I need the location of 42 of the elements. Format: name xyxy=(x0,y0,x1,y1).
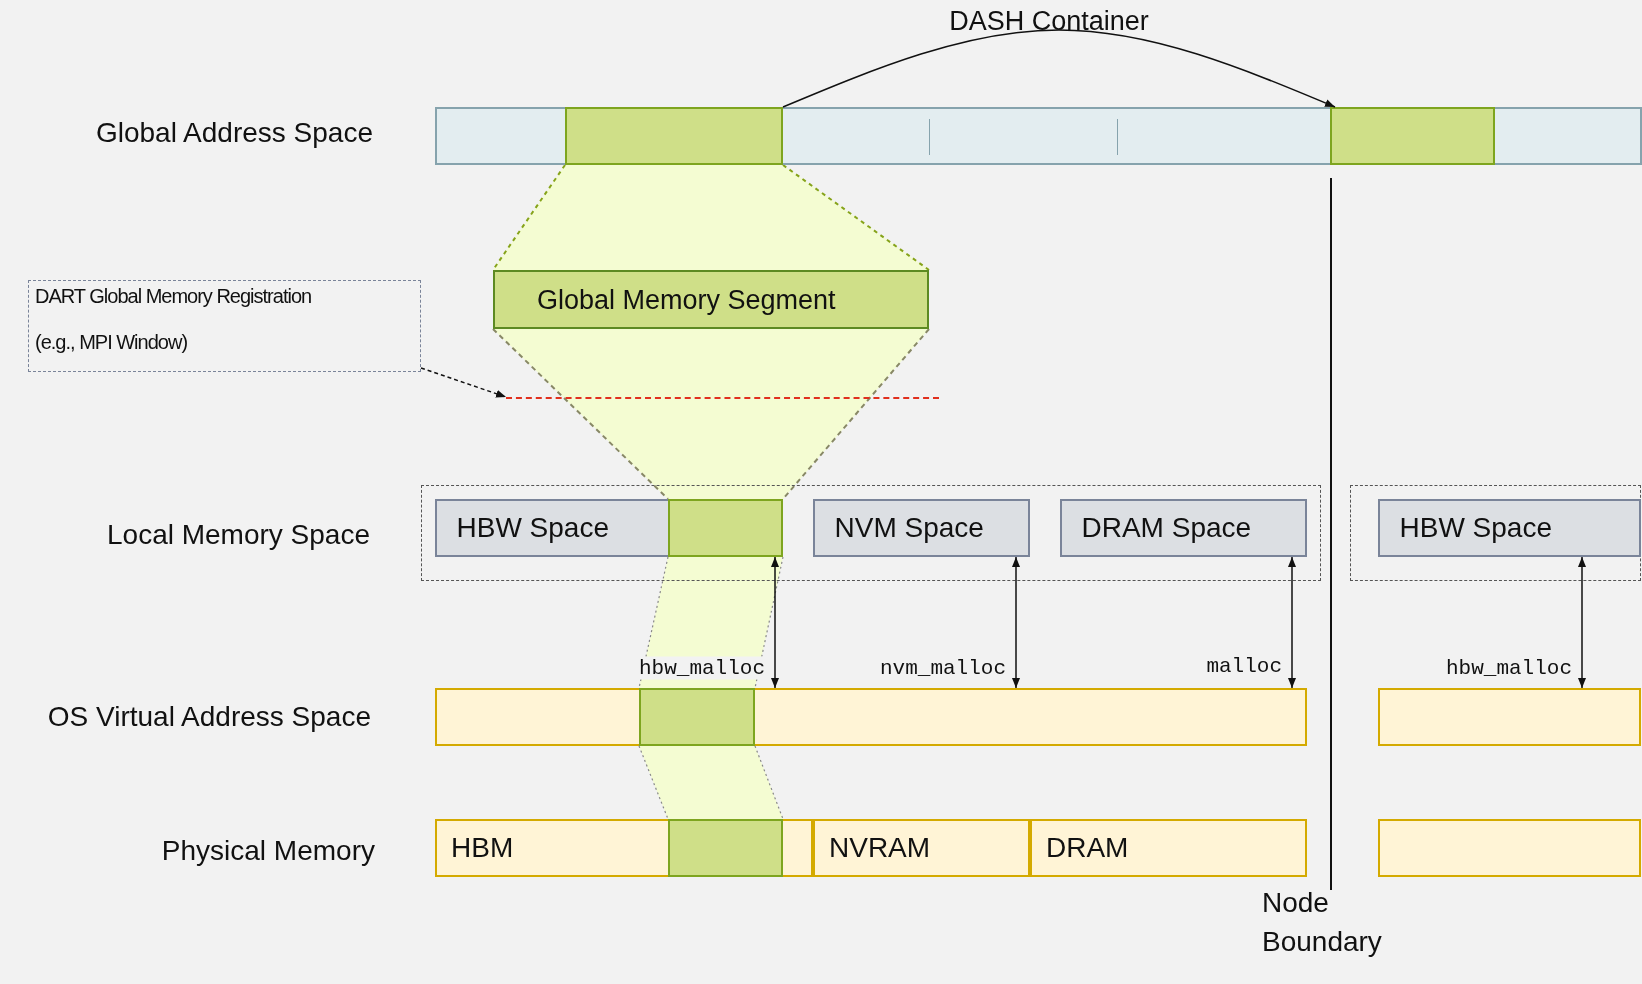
memory-segment-block xyxy=(565,107,783,165)
memory-group-box xyxy=(421,485,1321,581)
note-text: DART Global Memory Registration xyxy=(35,285,312,308)
memory-space-box xyxy=(1059,498,1307,557)
registration-line xyxy=(506,397,939,400)
memory-space-box xyxy=(812,498,1030,557)
boundary-label: Node Boundary xyxy=(1262,885,1383,959)
box-label: DRAM Space xyxy=(1081,511,1252,544)
arrow xyxy=(1012,556,1020,689)
arrow xyxy=(420,367,507,398)
box-label: Global Memory Segment xyxy=(537,284,836,315)
box-label: DRAM xyxy=(1046,832,1129,864)
row-label: Global Address Space xyxy=(95,116,373,151)
memory-bar xyxy=(1378,819,1641,877)
memory-segment-block xyxy=(667,498,783,557)
memory-segment-block xyxy=(639,688,755,746)
box-label: HBW Space xyxy=(1399,511,1552,544)
row-label: Local Memory Space xyxy=(107,518,370,553)
note-box xyxy=(28,280,421,372)
arrow xyxy=(771,556,779,689)
segment-box xyxy=(493,270,929,329)
arrow xyxy=(782,29,1336,108)
memory-segment-block xyxy=(1330,107,1495,165)
address-space-bar xyxy=(435,107,1642,165)
box-label: HBW Space xyxy=(456,511,609,544)
memory-space-box xyxy=(434,498,783,557)
memory-space-box xyxy=(1377,498,1641,557)
memory-bar xyxy=(1378,688,1641,746)
row-label: Physical Memory xyxy=(161,834,375,869)
row-label: OS Virtual Address Space xyxy=(47,700,371,735)
box-label: HBM xyxy=(451,832,514,864)
memory-bar xyxy=(435,819,813,877)
arrow xyxy=(1288,556,1296,689)
memory-bar xyxy=(435,688,1307,746)
arrow xyxy=(1578,556,1586,689)
memory-bar xyxy=(1030,819,1307,877)
memory-segment-block xyxy=(668,819,783,877)
box-label: NVM Space xyxy=(834,511,984,544)
memory-group-box xyxy=(1350,485,1641,581)
note-text: (e.g., MPI Window) xyxy=(35,331,188,354)
memory-bar xyxy=(813,819,1030,877)
box-label: NVRAM xyxy=(829,832,931,864)
